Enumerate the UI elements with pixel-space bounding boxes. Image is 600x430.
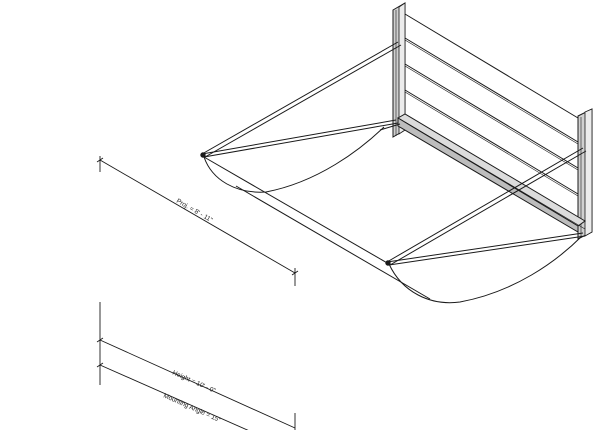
height-label: Height = 10' - 0" — [171, 369, 217, 395]
right-channel-side — [584, 108, 593, 237]
header-beam — [397, 113, 586, 227]
tie-rods — [200, 41, 587, 266]
canopy-body — [203, 123, 583, 304]
projection-label: Proj. = 8' - 11" — [175, 198, 214, 225]
left-end-profile — [203, 126, 385, 193]
right-end-profile — [388, 235, 583, 304]
projection-dimension — [96, 156, 299, 286]
wall-mount-assembly — [392, 2, 593, 240]
height-dimension — [96, 302, 296, 430]
header-beam-underside — [397, 117, 579, 233]
mounting-angle-label: Mounting Angle = 15° — [162, 392, 222, 425]
